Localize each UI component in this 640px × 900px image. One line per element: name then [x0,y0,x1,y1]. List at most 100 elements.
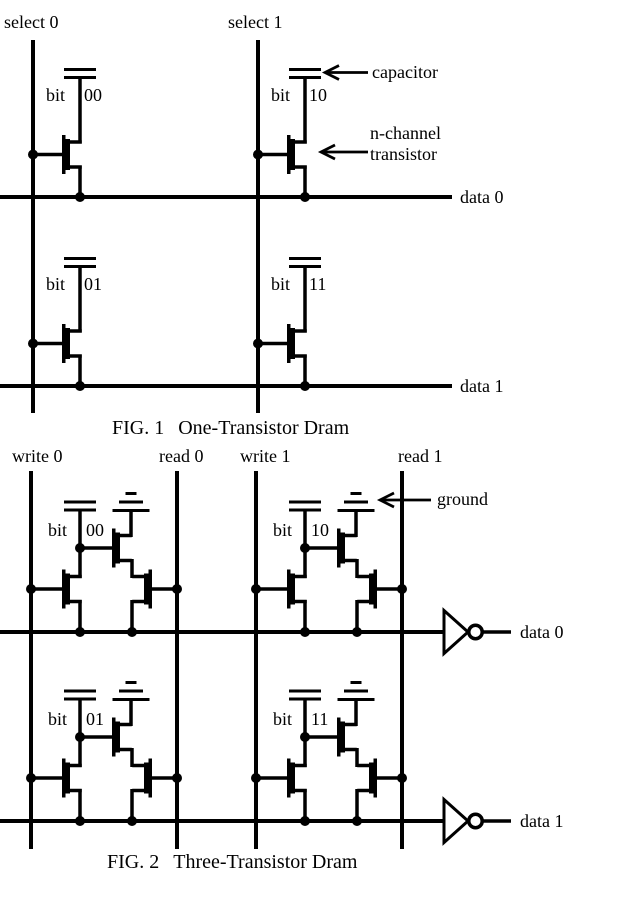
junction-dot [251,584,261,594]
fig2-data0-label: data 0 [520,622,564,642]
ground-bar [125,681,137,684]
nmos-transistor [287,569,307,609]
fig1-data1-label: data 1 [460,376,504,396]
wire [354,699,358,726]
inverter-gate [442,796,511,846]
data-line [0,195,452,199]
drain-stub [295,329,307,333]
capacitor-symbol [64,68,96,79]
wire [78,789,82,821]
fig2-cell11-bit-label: bit [273,709,293,729]
source-stub [357,788,369,793]
nchannel-annotation-line2: transistor [370,144,437,164]
source-stub [345,558,357,563]
wire [78,77,82,144]
junction-dot [26,584,36,594]
gate-bar [287,324,291,363]
select-line [31,40,35,413]
fig2-caption-number: FIG. 2 [107,851,160,873]
fig1-caption-title: One-Transistor Dram [178,417,350,439]
fig2-cell10-bit-label: bit [273,520,293,540]
channel-bar [144,573,149,605]
drain-stub [120,722,132,727]
inverter-triangle [442,796,471,846]
junction-dot [75,816,85,826]
channel-bar [369,573,374,605]
junction-dot [26,773,36,783]
gate-bar [337,528,341,568]
one-transistor-cell [28,68,96,202]
source-stub [345,747,357,752]
wire [78,600,82,632]
wire [303,699,307,737]
nchannel-annotation-line1: n-channel [370,123,441,143]
fig1-cell11-bit-id: 11 [309,274,327,294]
ground-annotation: ground [437,489,488,509]
cap-plate [289,257,321,260]
figure2-drawing [0,471,511,849]
gate-bar [337,717,341,757]
junction-dot [397,773,407,783]
capacitor-symbol [289,68,321,79]
junction-dot [352,627,362,637]
nmos-transistor [62,324,82,363]
junction-dot [253,149,263,160]
wire [78,510,82,548]
junction-dot [75,732,85,742]
inverter-gate [442,607,511,657]
wire [303,266,307,333]
fig1-select1-label: select 1 [228,12,283,32]
fig2-data1-label: data 1 [520,811,564,831]
wire [130,600,134,632]
annotation-arrow [376,491,431,509]
wire [305,546,337,550]
ground-bar [350,492,362,495]
fig1-cell01-bit-label: bit [46,274,66,294]
figure1-drawing [0,40,452,413]
one-transistor-cell [253,68,321,202]
wire [303,165,307,197]
drain-stub [295,574,307,579]
one-transistor-cell [253,257,321,391]
ground-bar [119,500,143,504]
source-stub [70,165,82,169]
fig1-cell00-bit-id: 00 [84,85,102,105]
junction-dot [75,543,85,553]
ground-symbol [337,681,375,701]
data-line [0,819,444,823]
junction-dot [28,149,38,160]
channel-bar [144,762,149,794]
drain-stub [295,763,307,768]
junction-dot [127,816,137,826]
ground-bar [119,689,143,693]
read-line [400,471,404,849]
drain-stub [345,533,357,538]
gate-bar [112,717,116,757]
wire [31,587,62,591]
nmos-transistor [357,569,377,609]
wire [305,735,337,739]
junction-dot [28,338,38,349]
cap-plate [289,68,321,71]
wire [355,789,359,821]
capacitor-symbol [64,689,96,701]
ground-bar [125,492,137,495]
nmos-transistor [62,569,82,609]
junction-dot [127,627,137,637]
gate-bar [62,569,66,609]
nmos-transistor [287,324,307,363]
wire [80,735,112,739]
gate-bar [287,569,291,609]
wire [152,776,177,780]
wire [303,789,307,821]
read-line [175,471,179,849]
wire [377,776,402,780]
wire [303,737,307,767]
fig1-cell11-bit-label: bit [271,274,291,294]
wire [377,587,402,591]
inverter-triangle [442,607,471,657]
drain-stub [70,329,82,333]
capacitor-symbol [289,689,321,701]
nmos-transistor [112,528,132,568]
